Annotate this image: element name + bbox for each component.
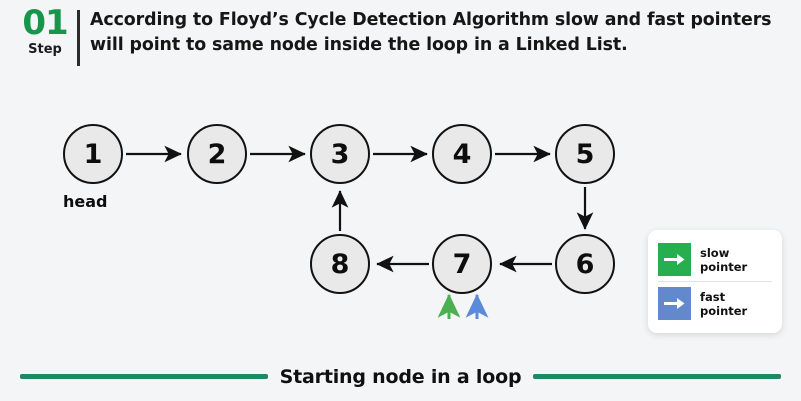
legend-card: slow pointer fast pointer: [648, 230, 782, 333]
node-3[interactable]: 3: [310, 124, 370, 184]
diagram-canvas: 1 2 3 4 5 6 7 8 head slow pointer: [0, 82, 801, 352]
step-word: Step: [28, 42, 62, 57]
legend-item-fast-pointer[interactable]: fast pointer: [648, 282, 782, 325]
header: 01 Step According to Floyd’s Cycle Detec…: [0, 0, 801, 82]
step-badge: 01 Step: [14, 6, 76, 58]
legend-label-fast-line2: pointer: [700, 303, 748, 318]
node-4[interactable]: 4: [432, 124, 492, 184]
legend-label-slow-line2: pointer: [700, 259, 748, 274]
legend-label-fast-line1: fast: [700, 289, 726, 304]
legend-label-fast: fast pointer: [700, 290, 747, 318]
legend-label-slow-line1: slow: [700, 245, 730, 260]
legend-separator: [658, 281, 772, 282]
node-5[interactable]: 5: [555, 124, 615, 184]
node-6[interactable]: 6: [555, 234, 615, 294]
footer-rule-left: [19, 374, 268, 379]
arrow-right-icon: [658, 243, 691, 276]
step-number: 01: [22, 3, 68, 43]
node-1[interactable]: 1: [63, 124, 123, 184]
node-8[interactable]: 8: [310, 234, 370, 294]
page-title: According to Floyd’s Cycle Detection Alg…: [90, 10, 772, 55]
arrow-right-icon: [658, 287, 691, 320]
footer: Starting node in a loop: [0, 352, 801, 401]
legend-item-slow-pointer[interactable]: slow pointer: [648, 238, 782, 281]
legend-label-slow: slow pointer: [700, 246, 747, 274]
head-label: head: [63, 192, 108, 211]
header-divider: [77, 10, 80, 66]
diagram-edges: [126, 145, 594, 319]
node-7[interactable]: 7: [432, 234, 492, 294]
footer-caption: Starting node in a loop: [279, 365, 522, 388]
footer-rule-right: [533, 374, 782, 379]
node-2[interactable]: 2: [187, 124, 247, 184]
